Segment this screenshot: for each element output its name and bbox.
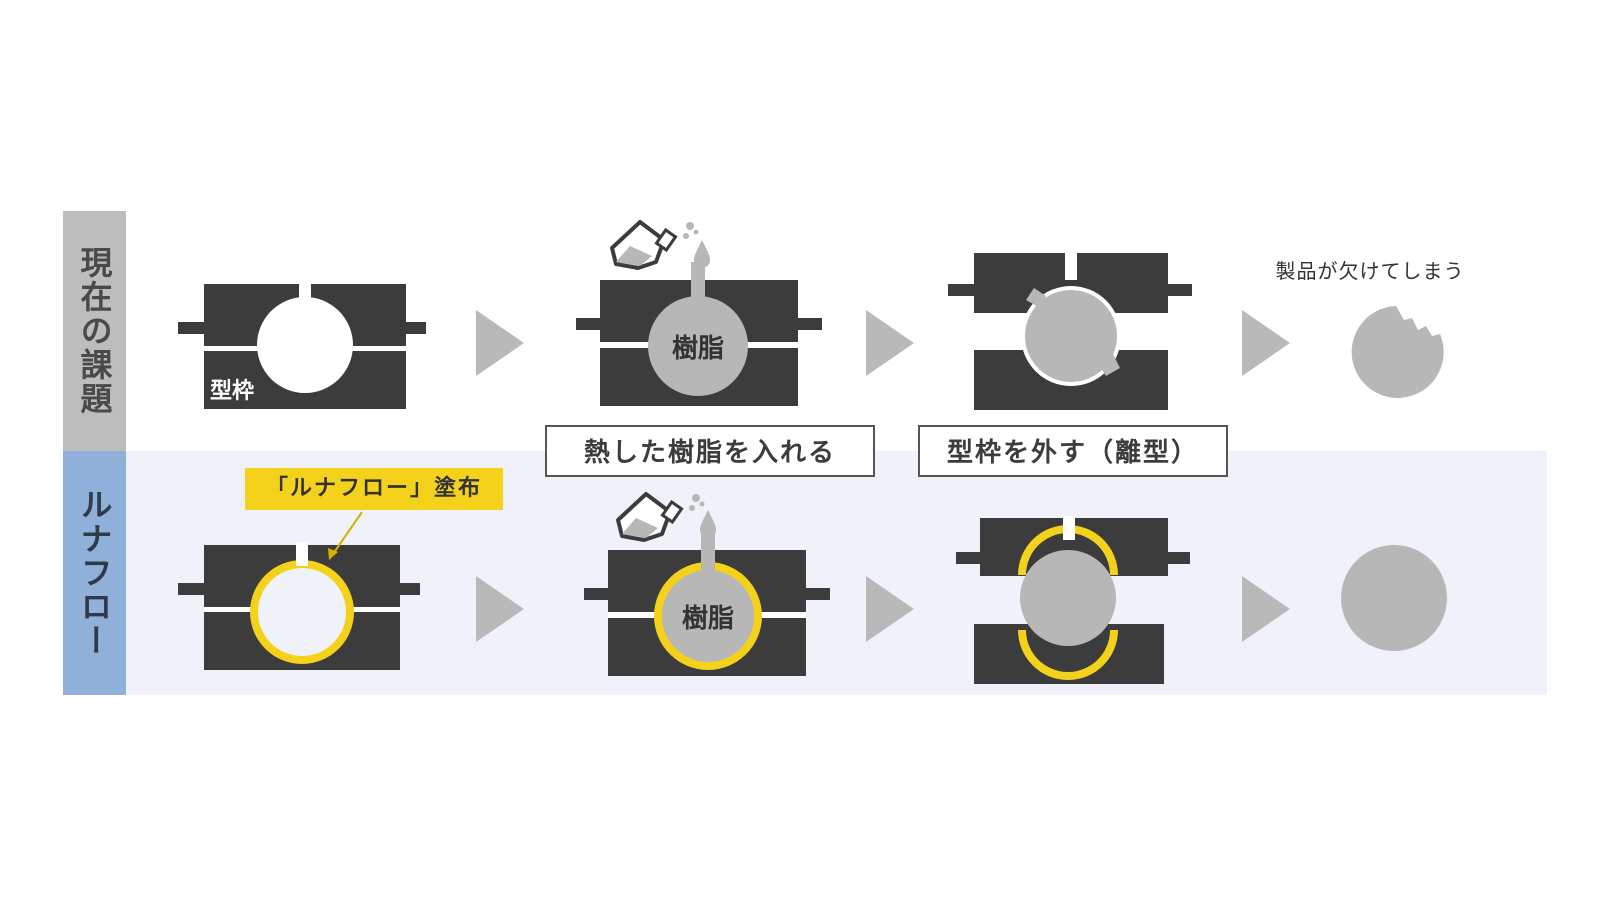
arrow-1-top <box>476 310 524 376</box>
mold-release-top <box>948 250 1192 410</box>
step-release-mold: 型枠を外す（離型） <box>918 425 1228 477</box>
arrow-2-top <box>866 310 914 376</box>
product-chipped <box>1351 306 1444 398</box>
resin-label-top: 樹脂 <box>672 334 724 364</box>
product-complete <box>1341 545 1447 651</box>
mold-filled-top <box>576 262 822 406</box>
arrow-1-bottom <box>476 576 524 642</box>
coating-pointer <box>332 511 363 555</box>
mold-coated-bottom <box>178 542 420 670</box>
resin-label-bottom: 樹脂 <box>682 604 734 634</box>
chipped-caption: 製品が欠けてしまう <box>1275 259 1465 283</box>
beaker-icon <box>610 220 678 270</box>
beaker-icon <box>616 492 684 542</box>
mold-label: 型枠 <box>210 379 254 404</box>
mold-filled-bottom <box>584 534 830 676</box>
droplet-icon <box>689 494 716 538</box>
arrow-3-bottom <box>1242 576 1290 642</box>
step-pour-resin: 熱した樹脂を入れる <box>545 425 875 477</box>
row-label-lunaflow: ルナフロー <box>63 451 126 695</box>
arrow-3-top <box>1242 310 1290 376</box>
row-label-current-issue: 現在の課題 <box>63 211 126 451</box>
coating-label: 「ルナフロー」塗布 <box>245 468 503 510</box>
droplet-icon <box>683 222 710 268</box>
arrow-2-bottom <box>866 576 914 642</box>
mold-release-bottom <box>956 516 1190 684</box>
mold-empty-top <box>178 280 426 409</box>
